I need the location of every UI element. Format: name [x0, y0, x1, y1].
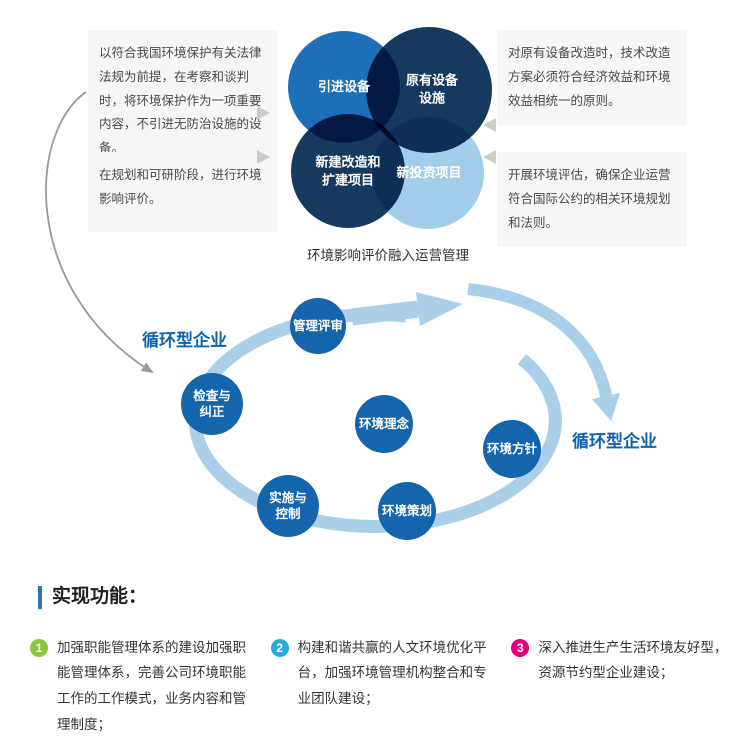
feature-item-3: 3 深入推进生产生活环境友好型，资源节约型企业建设； [511, 635, 730, 738]
feature-text-2: 构建和谐共赢的人文环境优化平台，加强环境管理机构整合和专业团队建设； [297, 639, 487, 707]
cycle-node-check-correct: 检查与 纠正 [181, 373, 243, 435]
cycle-label-right: 循环型企业 [572, 432, 657, 451]
feature-badge-3: 3 [511, 638, 530, 657]
note-text: 开展环境评估，确保企业运营符合国际公约的相关环境规划和法则。 [508, 168, 671, 230]
feature-text-3: 深入推进生产生活环境友好型，资源节约型企业建设； [538, 639, 728, 681]
arrow-right-icon [257, 106, 270, 120]
note-retrofit-principle: 对原有设备改造时，技术改造方案必须符合经济效益和环境效益相统一的原则。 [497, 30, 687, 126]
features-title: 实现功能： [38, 586, 730, 609]
venn-label: 新投资项目 [396, 165, 462, 181]
feature-badge-1: 1 [30, 638, 48, 657]
venn-label: 原有设备 设施 [405, 72, 459, 105]
arrow-left-icon [483, 150, 496, 164]
cycle-node-implement-control: 实施与 控制 [257, 475, 319, 537]
venn-caption: 环境影响评价融入运营管理 [307, 248, 469, 263]
venn-circle-new-investment [372, 117, 484, 229]
cycle-right-arrow-head-icon [592, 393, 620, 421]
venn-label: 引进设备 [317, 79, 371, 95]
feature-item-2: 2 构建和谐共赢的人文环境优化平台，加强环境管理机构整合和专业团队建设； [270, 635, 490, 738]
note-text: 在规划和可研阶段，进行环境影响评价。 [99, 168, 262, 206]
cycle-node-environment-policy: 环境方针 [483, 420, 541, 478]
features-row: 1 加强职能管理体系的建设加强职能管理体系，完善公司环境职能工作的工作模式，业务… [30, 635, 730, 738]
arrow-left-icon [483, 118, 496, 132]
cycle-node-environment-planning: 环境策划 [378, 482, 436, 540]
cycle-top-arrow-head-icon [416, 292, 463, 326]
cycle-right-curved-arrow-icon [467, 283, 612, 398]
features-section: 实现功能： 1 加强职能管理体系的建设加强职能管理体系，完善公司环境职能工作的工… [30, 586, 730, 737]
cycle-label-left: 循环型企业 [142, 331, 227, 350]
feature-item-1: 1 加强职能管理体系的建设加强职能管理体系，完善公司环境职能工作的工作模式，业务… [30, 635, 249, 738]
note-text: 以符合我国环境保护有关法律法规为前提，在考察和谈判时，将环境保护作为一项重要内容… [99, 46, 262, 155]
note-environment-assessment: 开展环境评估，确保企业运营符合国际公约的相关环境规划和法则。 [497, 152, 687, 248]
note-planning-eia: 在规划和可研阶段，进行环境影响评价。 [88, 152, 278, 232]
venn-label: 新建改造和 扩建项目 [315, 154, 381, 187]
cycle-node-management-review: 管理评审 [290, 298, 346, 354]
arrow-right-icon [257, 150, 270, 164]
cycle-node-environment-concept: 环境理念 [355, 395, 413, 453]
feature-badge-2: 2 [270, 638, 289, 657]
cycle-top-arrow-icon [350, 300, 420, 326]
note-text: 对原有设备改造时，技术改造方案必须符合经济效益和环境效益相统一的原则。 [508, 46, 671, 108]
feature-text-1: 加强职能管理体系的建设加强职能管理体系，完善公司环境职能工作的工作模式，业务内容… [57, 639, 246, 732]
